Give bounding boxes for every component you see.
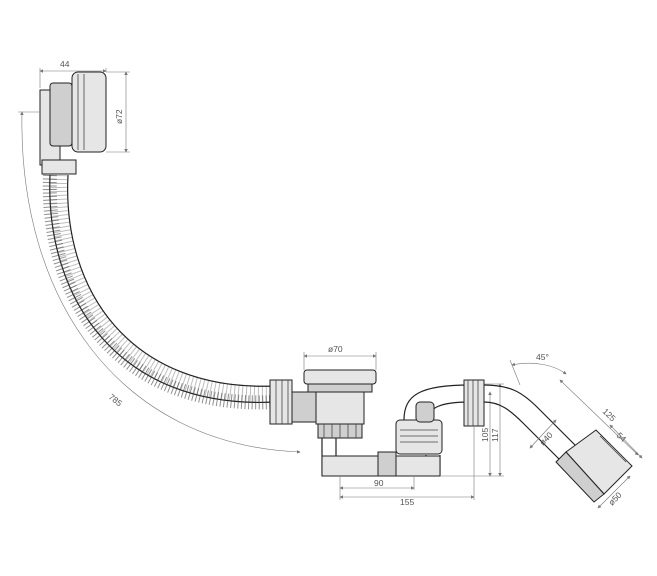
outlet-length-label: 125: [601, 406, 618, 423]
overflow-flange: [49, 82, 73, 147]
waste-valve: [269, 369, 377, 439]
connector-length-dimension: 54: [609, 424, 643, 459]
overflow-width-label: 44: [60, 59, 70, 69]
angle-label: 45°: [536, 352, 549, 362]
overflow-diameter-dimension: ø72: [106, 71, 130, 153]
waste-plug-head: [303, 369, 377, 385]
overflow-unit: [39, 71, 107, 175]
angle-dimension: 45°: [509, 352, 567, 386]
trap: [321, 379, 485, 477]
waste-diameter-dimension: ø70: [303, 344, 377, 370]
trap-riser: [395, 419, 443, 455]
total-offset-label: 155: [400, 497, 414, 507]
height-dimensions: 105 117: [440, 383, 504, 477]
waste-body: [315, 391, 365, 425]
overflow-width-dimension: 44: [39, 59, 107, 88]
overflow-diameter-label: ø72: [114, 109, 124, 124]
hose-connector: [269, 379, 293, 425]
hose-length-label: 785: [107, 392, 125, 409]
outlet-coupling: [463, 379, 485, 427]
waste-diameter-label: ø70: [328, 344, 343, 354]
flexible-hose: [42, 174, 276, 410]
trap-offset-label: 90: [374, 478, 384, 488]
overflow-coupling: [41, 159, 77, 175]
connector-diameter-label: ø50: [606, 490, 624, 508]
height-inner-label: 105: [480, 428, 490, 442]
horizontal-dimensions: 90 155: [339, 426, 475, 507]
overflow-cap: [71, 71, 107, 153]
outlet-diameter-label: ø40: [537, 430, 555, 448]
height-outer-label: 117: [490, 428, 500, 442]
angled-outlet: [483, 384, 633, 503]
